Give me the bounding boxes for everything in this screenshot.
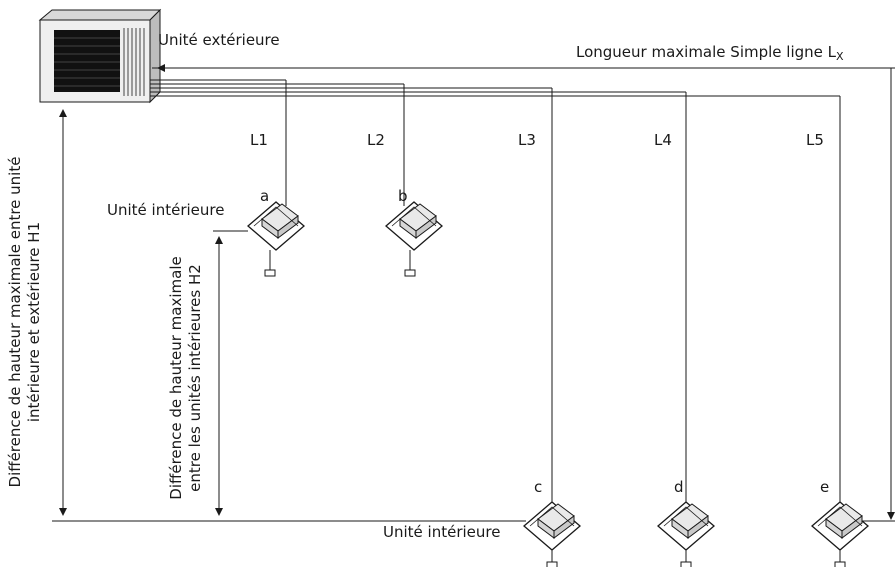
indoor-unit-label-bottom: Unité intérieure [383, 523, 500, 541]
unit-letter-c: c [534, 478, 542, 496]
indoor-unit-label-top: Unité intérieure [107, 201, 224, 219]
h2-label-line2: entre les unités intérieures H2 [186, 264, 204, 492]
unit-letter-a: a [260, 187, 269, 205]
indoor-unit-a-icon [247, 201, 305, 277]
unit-letter-e: e [820, 478, 829, 496]
branch-pipes [285, 80, 841, 510]
h2-label: Différence de hauteur maximale entre les… [167, 256, 204, 499]
line-label-l1: L1 [250, 131, 268, 149]
line-label-l3: L3 [518, 131, 536, 149]
h1-label: Différence de hauteur maximale entre uni… [6, 157, 43, 488]
max-length-label: Longueur maximale Simple ligne LX [576, 43, 844, 63]
outdoor-unit-icon [38, 8, 162, 104]
unit-letter-b: b [398, 187, 408, 205]
indoor-unit-c-icon [523, 501, 581, 567]
line-label-l2: L2 [367, 131, 385, 149]
h1-label-line1: Différence de hauteur maximale entre uni… [6, 157, 24, 488]
h1-label-line2: intérieure et extérieure H1 [25, 222, 43, 422]
h2-label-line1: Différence de hauteur maximale [167, 256, 185, 499]
indoor-unit-d-icon [657, 501, 715, 567]
line-label-l4: L4 [654, 131, 672, 149]
outdoor-unit-label: Unité extérieure [158, 31, 280, 49]
main-piping [150, 67, 895, 97]
indoor-unit-b-icon [385, 201, 443, 277]
unit-letter-d: d [674, 478, 684, 496]
line-label-l5: L5 [806, 131, 824, 149]
indoor-unit-e-icon [811, 501, 869, 567]
